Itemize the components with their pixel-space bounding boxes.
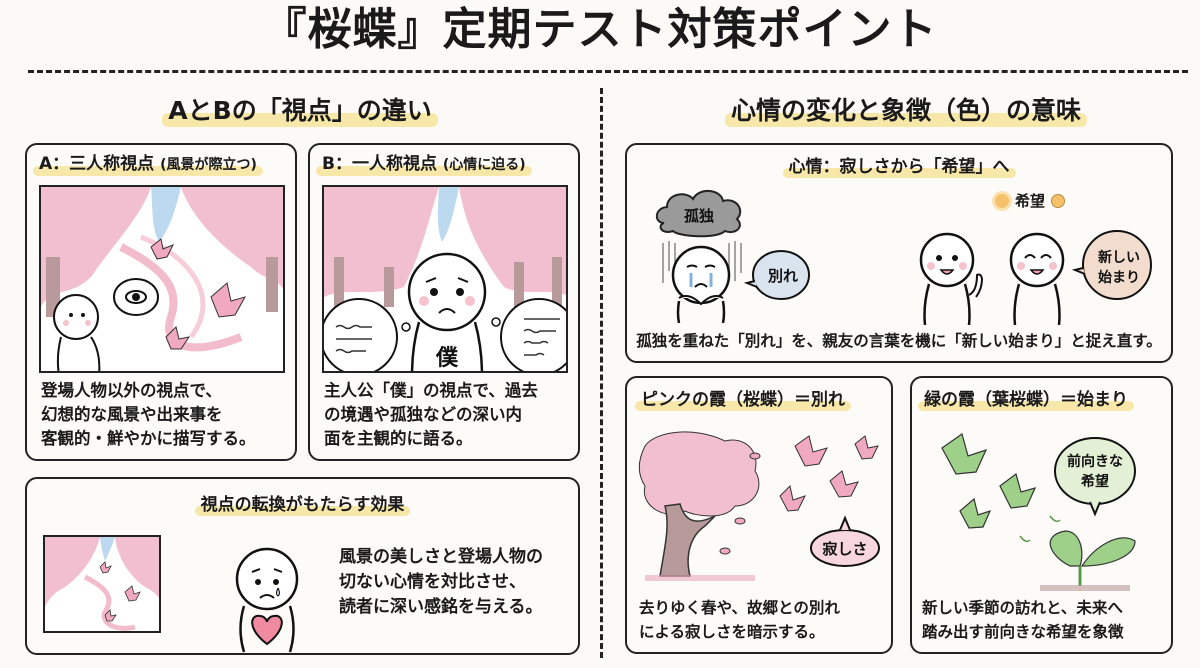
panel-green-haze: 緑の霞（葉桜蝶）＝始まり 前向きな 希望 新しい季節の訪れと、未来へ 踏み出す前…: [910, 376, 1173, 654]
green-description: 新しい季節の訪れと、未来へ 踏み出す前向きな希望を象徴: [922, 599, 1124, 641]
page-title: 『桜蝶』定期テスト対策ポイント: [262, 4, 938, 55]
svg-text:寂しさ: 寂しさ: [822, 540, 867, 558]
effect-cherry-illustration: [43, 535, 161, 633]
panel-third-person: A：三人称視点 (風景が際立つ) 登場人物以外の視点で、: [25, 143, 297, 461]
pink-heading: ピンクの霞（桜蝶）＝別れ: [635, 390, 851, 411]
svg-text:前向きな: 前向きな: [1067, 453, 1123, 470]
svg-text:僕: 僕: [435, 346, 459, 371]
panel-a-heading: A：三人称視点 (風景が際立つ): [33, 152, 263, 177]
hope-label: 希望: [995, 190, 1066, 211]
emotion-caption: 孤独を重ねた「別れ」を、親友の言葉を機に「新しい始まり」と捉え直す。: [636, 332, 1162, 350]
green-heading: 緑の霞（葉桜蝶）＝始まり: [918, 390, 1134, 411]
crying-character-holding-heart-icon: [235, 547, 299, 653]
effect-heading: 視点の転換がもたらす効果: [194, 495, 410, 516]
sun-icon: [995, 193, 1009, 208]
pink-description: 去りゆく春や、故郷との別れ による寂しさを暗示する。: [639, 599, 840, 641]
svg-text:新しい: 新しい: [1098, 249, 1140, 266]
emotion-heading: 心情：寂しさから「希望」へ: [782, 157, 1016, 178]
sun-icon: [1051, 193, 1066, 208]
svg-text:始まり: 始まり: [1098, 269, 1140, 286]
panel-first-person: B：一人称視点 (心情に迫る) 僕 主人公「僕」の視点で: [308, 143, 580, 461]
third-person-illustration: [39, 185, 285, 373]
svg-text:別れ: 別れ: [767, 267, 798, 285]
svg-text:孤独: 孤独: [684, 207, 714, 225]
first-person-illustration: 僕: [322, 185, 568, 373]
cherry-tree-butterflies-illustration: 寂しさ: [638, 431, 880, 581]
panel-pink-haze: ピンクの霞（桜蝶）＝別れ 寂しさ 去りゆく春や、故郷との別れ による寂しさを暗示…: [625, 376, 893, 654]
effect-description: 風景の美しさと登場人物の 切ない心情を対比させ、 読者に深い感銘を与える。: [339, 547, 543, 617]
left-section-title: AとBの「視点」の違い: [0, 94, 600, 128]
title-divider: [28, 70, 1188, 73]
svg-text:希望: 希望: [1081, 473, 1109, 490]
column-divider: [600, 88, 603, 658]
panel-viewpoint-effect: 視点の転換がもたらす効果 風景の美しさと登場人物の 切ない心情を対比させ、 読者…: [25, 477, 580, 655]
right-section-title: 心情の変化と象徴（色）の意味: [612, 94, 1200, 128]
panel-a-description: 登場人物以外の視点で、 幻想的な風景や出来事を 客観的・鮮やかに描写する。: [41, 381, 256, 448]
green-butterflies-sprout-illustration: 前向きな 希望: [941, 433, 1136, 591]
panel-emotion-change: 心情：寂しさから「希望」へ 孤独 別れ 希望 新しい 始まり: [625, 143, 1173, 363]
panel-b-description: 主人公「僕」の視点で、過去 の境遇や孤独などの深い内 面を主観的に語る。: [324, 381, 538, 448]
panel-b-heading: B：一人称視点 (心情に迫る): [316, 152, 532, 177]
lonely-character-icon: 孤独 別れ: [655, 190, 810, 323]
friends-characters-icon: 新しい 始まり: [919, 230, 1152, 325]
